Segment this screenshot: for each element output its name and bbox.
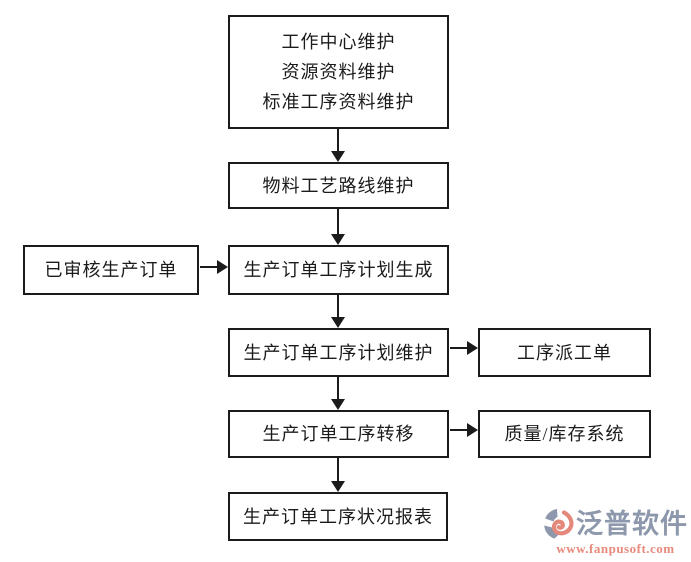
node-label: 生产订单工序状况报表 [243, 506, 433, 527]
brand-url: www.fanpusoft.com [556, 541, 675, 556]
arrow-right-approved-to-generate [200, 260, 228, 274]
node-operation-transfer: 生产订单工序转移 [228, 410, 449, 458]
arrow-right-transfer-to-quality [450, 423, 478, 437]
brand-logo-icon [543, 508, 575, 540]
arrow-down-maintain-to-transfer [331, 377, 345, 410]
node-label: 质量/库存系统 [504, 424, 625, 444]
node-master-data: 工作中心维护 资源资料维护 标准工序资料维护 [228, 15, 449, 129]
node-label: 工序派工单 [517, 342, 612, 363]
node-approved-order: 已审核生产订单 [23, 245, 199, 295]
arrow-down-routing-to-generate [331, 209, 345, 245]
arrow-down-transfer-to-report [331, 458, 345, 492]
node-label: 生产订单工序计划维护 [243, 342, 434, 363]
node-plan-generate: 生产订单工序计划生成 [228, 245, 449, 295]
node-master-line-3: 标准工序资料维护 [262, 92, 415, 112]
brand-watermark: 泛普软件 www.fanpusoft.com [543, 508, 688, 557]
arrow-down-master-to-routing [331, 129, 345, 162]
node-quality-inventory-system: 质量/库存系统 [478, 410, 651, 458]
arrow-down-generate-to-maintain [331, 295, 345, 328]
arrow-right-maintain-to-dispatch [450, 341, 478, 355]
brand-name: 泛普软件 [576, 509, 688, 539]
node-dispatch-order: 工序派工单 [478, 328, 651, 377]
node-label: 物料工艺路线维护 [262, 175, 415, 196]
node-master-line-2: 资源资料维护 [281, 62, 396, 82]
node-label: 已审核生产订单 [44, 260, 178, 280]
node-plan-maintain: 生产订单工序计划维护 [228, 328, 449, 377]
node-routing-maintenance: 物料工艺路线维护 [228, 162, 449, 209]
node-status-report: 生产订单工序状况报表 [228, 492, 448, 541]
node-master-line-1: 工作中心维护 [281, 32, 396, 52]
node-label: 生产订单工序转移 [262, 424, 415, 444]
node-label: 生产订单工序计划生成 [243, 260, 434, 280]
